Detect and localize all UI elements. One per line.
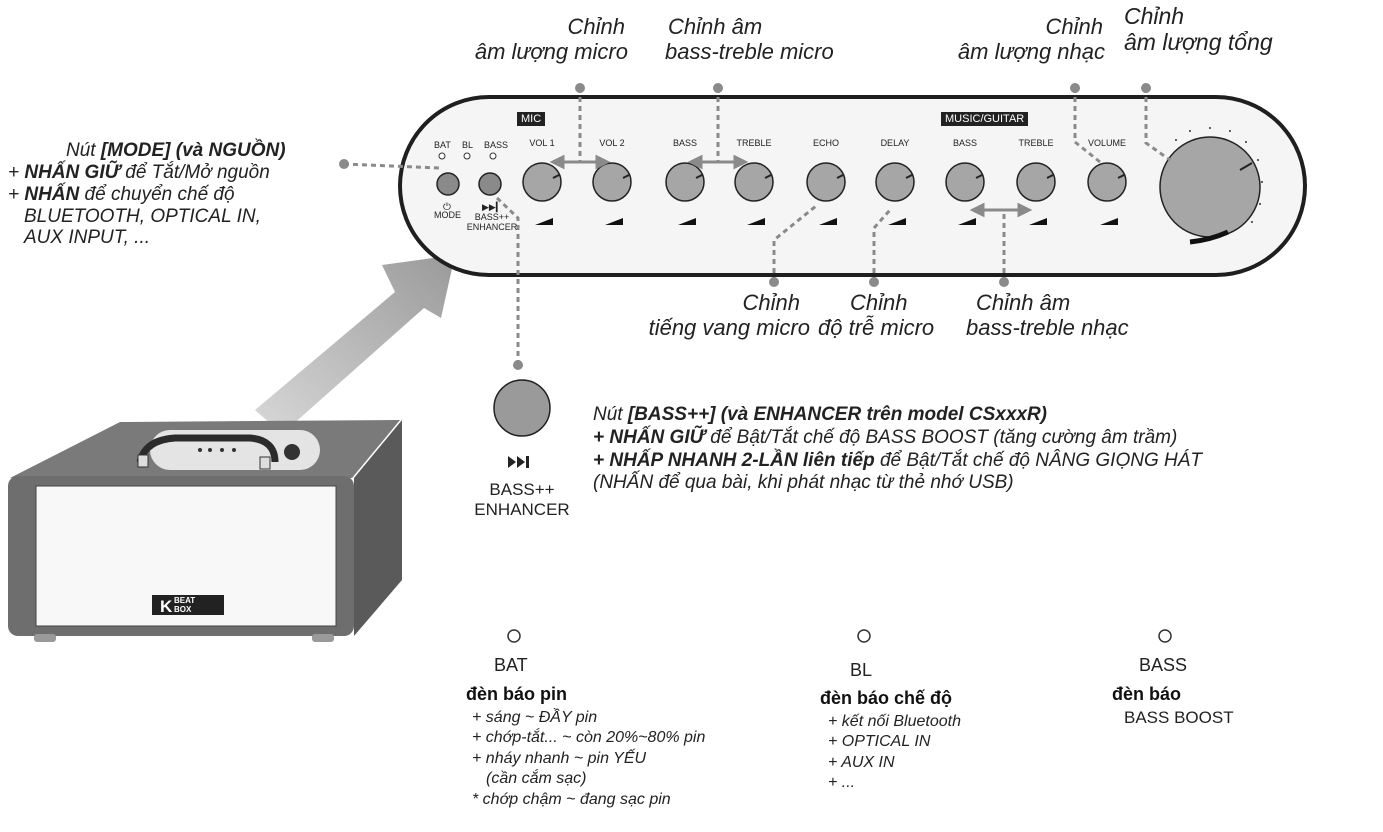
- mode-button-graphic: [436, 172, 460, 196]
- led-bat-label: BAT: [434, 140, 451, 150]
- callout-echo: Chỉnh tiếng vang micro: [648, 290, 810, 341]
- mic-tag: MIC: [517, 112, 546, 126]
- mode-label: MODE: [434, 210, 461, 220]
- bass-plus-button-large: [493, 379, 551, 437]
- callout-music-volume: Chỉnh âm lượng nhạc: [957, 14, 1105, 65]
- control-panel-body: [398, 95, 1307, 277]
- bat-led-label: BAT: [494, 655, 528, 675]
- callout-mic-bass-treble: Chỉnh âm bass-treble micro: [665, 14, 834, 65]
- music-tag: MUSIC/GUITAR: [941, 112, 1029, 126]
- bass-button-description: Nút [BASS++] (và ENHANCER trên model CSx…: [593, 404, 1203, 494]
- knob-mic-treble-label: TREBLE: [736, 138, 772, 148]
- bat-led-items: + sáng ~ ĐẦY pin + chớp-tắt... ~ còn 20%…: [472, 709, 706, 808]
- bass-led-label: BASS: [1139, 655, 1188, 675]
- knob-volume-label: VOLUME: [1087, 138, 1126, 148]
- bass-led-items: BASS BOOST: [1124, 708, 1234, 727]
- knob-vol2-label: VOL 2: [599, 138, 625, 148]
- bass-led-heading: đèn báo: [1112, 684, 1182, 704]
- mode-button-description: Nút [MODE] (và NGUỒN) + NHẤN GIỮ để Tắt/…: [8, 140, 286, 249]
- bass-button-graphic: [478, 172, 502, 196]
- knob-vol1-label: VOL 1: [529, 138, 555, 148]
- skip-forward-icon: [508, 456, 529, 468]
- callout-delay: Chỉnh độ trễ micro: [818, 290, 935, 341]
- bl-led-items: + kết nối Bluetooth + OPTICAL IN + AUX I…: [828, 713, 961, 792]
- led-bl-label: BL: [462, 140, 474, 150]
- svg-text:▶▶▎: ▶▶▎: [482, 201, 503, 213]
- callout-mic-volume: Chỉnh âm lượng micro: [474, 14, 628, 65]
- svg-text:⏻: ⏻: [443, 202, 451, 213]
- bl-led-heading: đèn báo chế độ: [820, 688, 953, 708]
- bass-icon-label: BASS++ ENHANCER: [474, 480, 570, 519]
- pointer-arrow: [255, 255, 455, 434]
- callout-music-bass-treble: Chỉnh âm bass-treble nhạc: [966, 290, 1129, 341]
- callout-master-volume: Chỉnh âm lượng tổng: [1124, 3, 1273, 56]
- knob-echo-label: ECHO: [812, 138, 839, 148]
- knob-music-treble-label: TREBLE: [1018, 138, 1054, 148]
- master-volume-knob: [1159, 136, 1261, 238]
- knob-delay-label: DELAY: [880, 138, 910, 148]
- bl-led-label: BL: [850, 660, 873, 680]
- svg-text:K: K: [160, 597, 173, 616]
- bass-enhancer-label: BASS++ENHANCER: [466, 212, 518, 233]
- knobs: [522, 162, 1127, 202]
- speaker-illustration: K: [8, 420, 402, 642]
- knob-music-bass-label: BASS: [952, 138, 977, 148]
- bat-led-heading: đèn báo pin: [466, 684, 567, 704]
- led-bass-label: BASS: [484, 140, 509, 150]
- knob-mic-bass-label: BASS: [672, 138, 697, 148]
